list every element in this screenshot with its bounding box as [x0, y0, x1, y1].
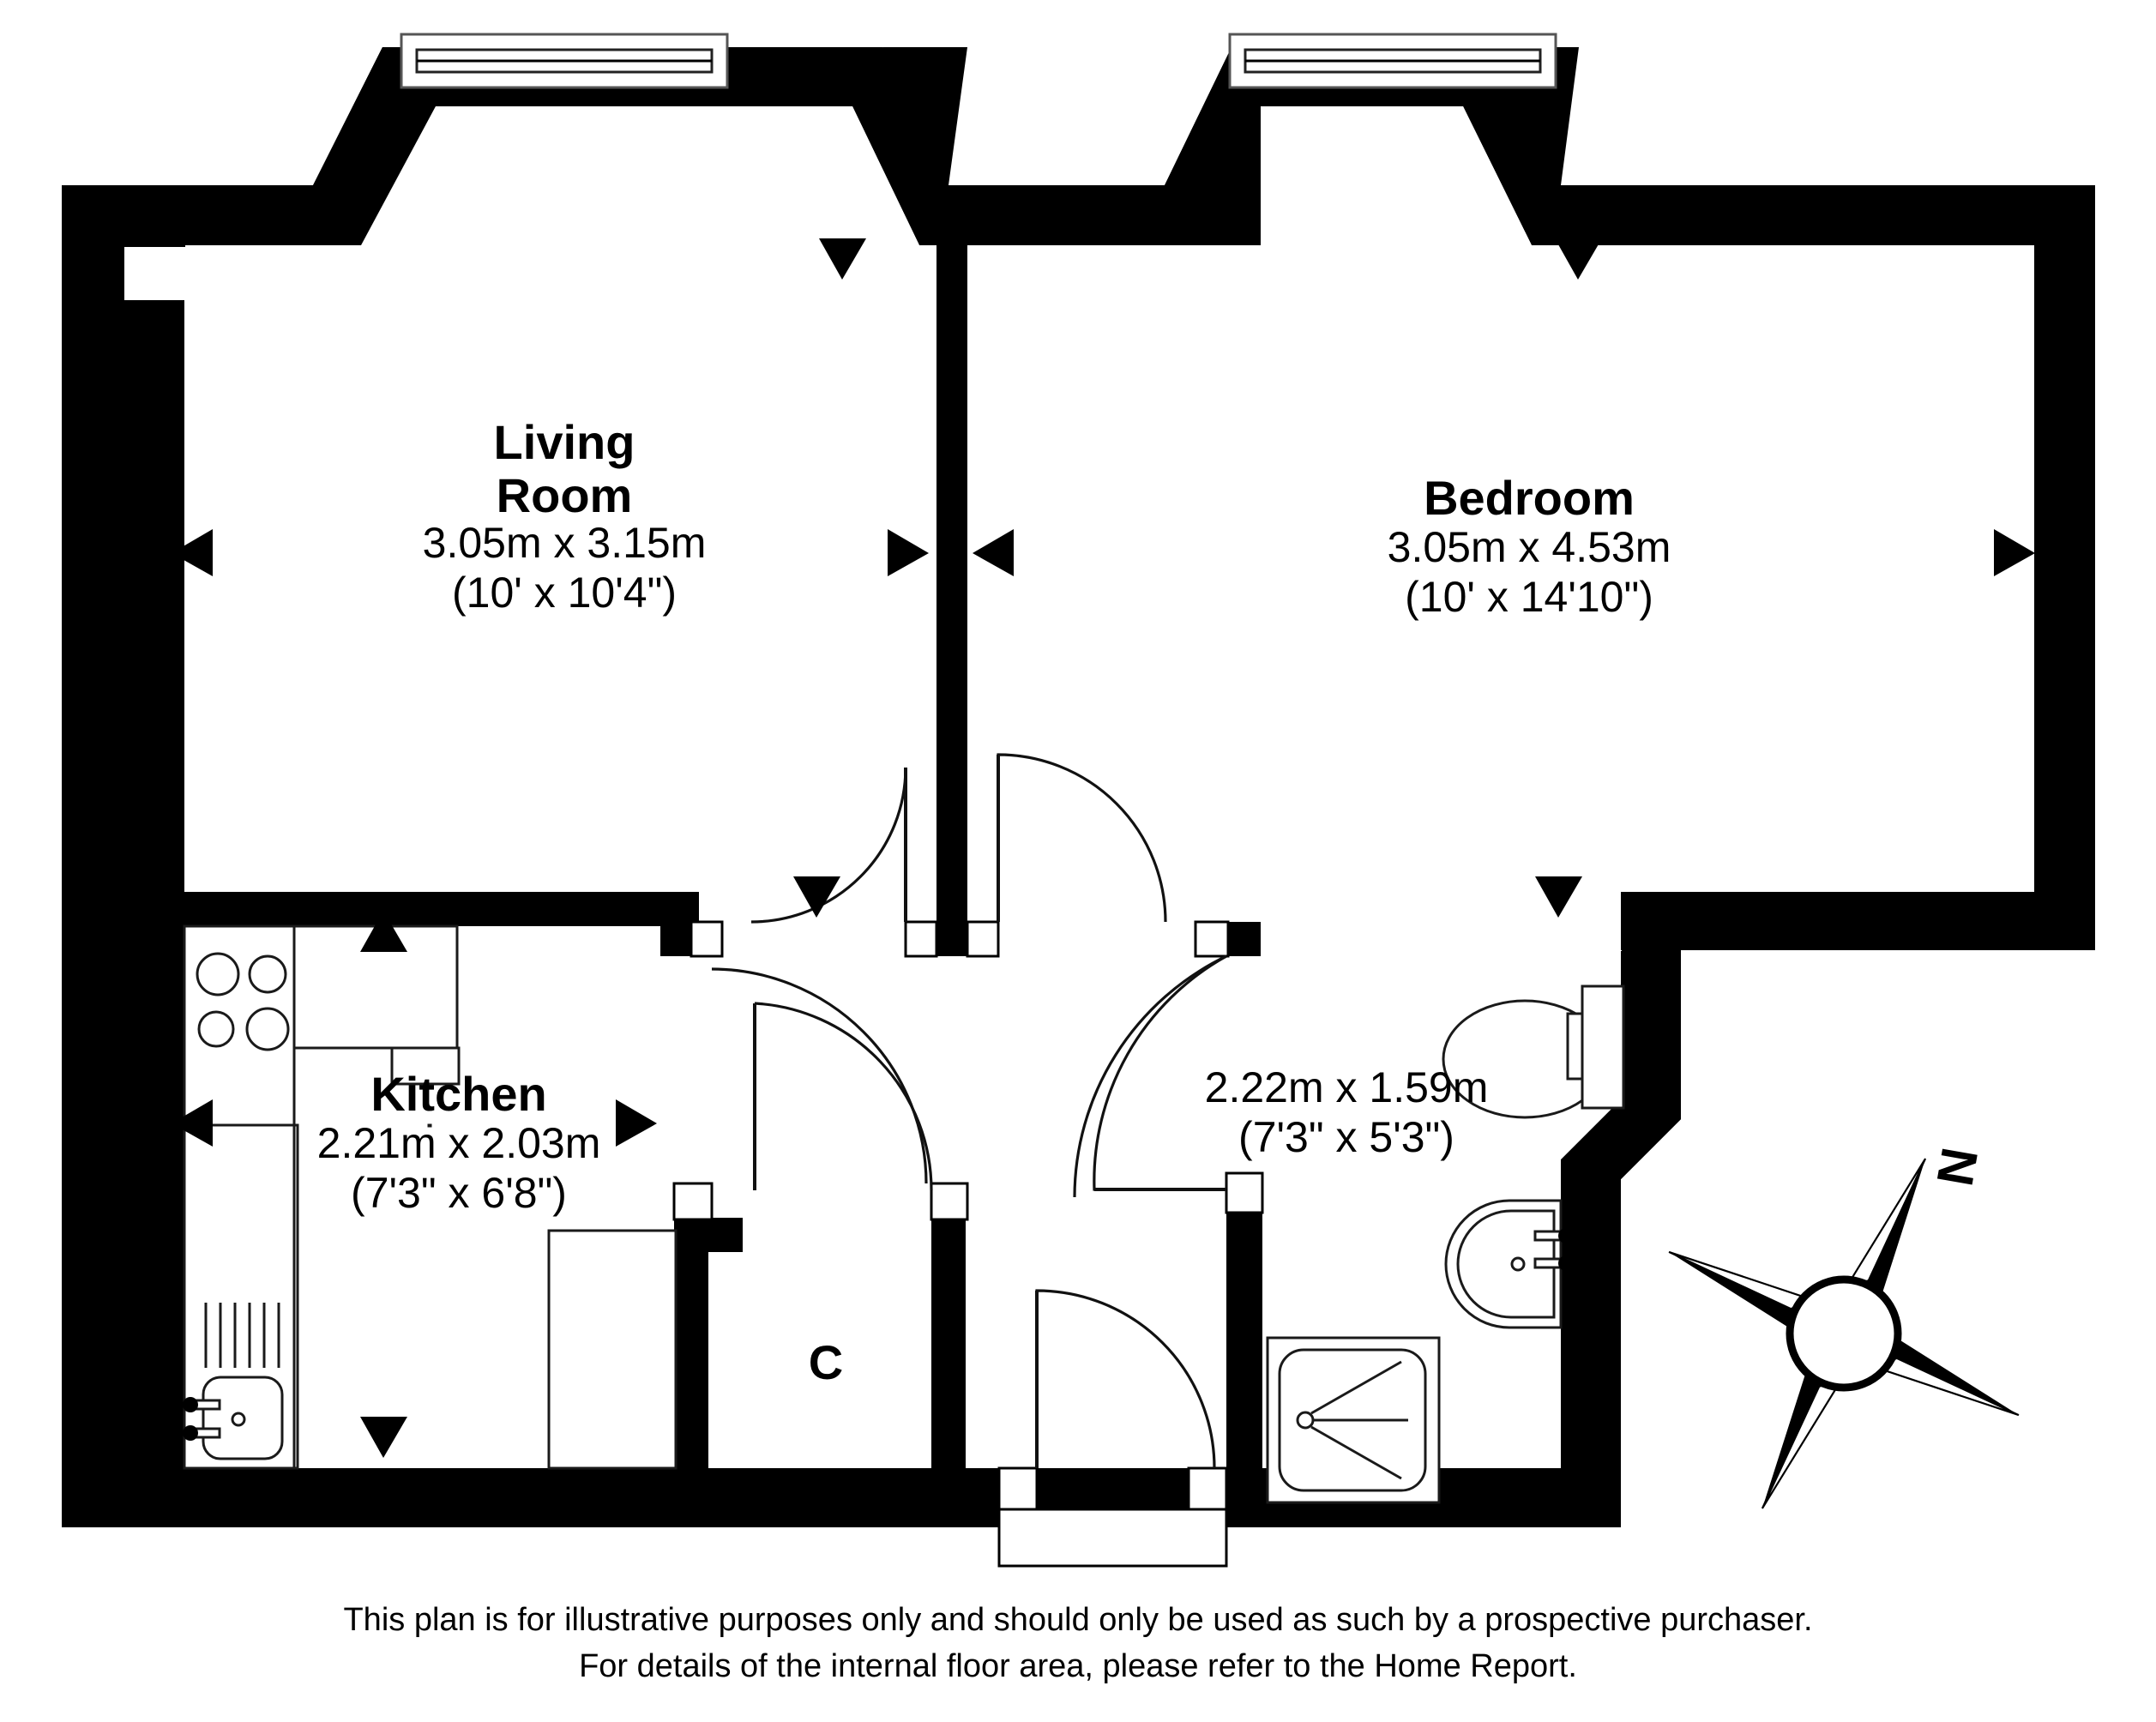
wall-cupboard-top-right — [931, 1218, 966, 1252]
wall-cupboard-left — [674, 1218, 708, 1468]
jamb-bedroom-door-right — [966, 920, 1000, 958]
door-openings — [672, 920, 1264, 1511]
kitchen-name: Kitchen — [370, 1067, 546, 1121]
jamb-bathroom-door-lower — [1225, 1171, 1264, 1214]
hob-burner-3 — [197, 1010, 235, 1048]
basin-tap-1 — [1558, 1228, 1574, 1243]
kitchen-dimensions-metric: 2.21m x 2.03m — [317, 1119, 601, 1167]
marker-kitchen-left — [172, 1099, 213, 1147]
living-room-dimensions-metric: 3.05m x 3.15m — [423, 519, 707, 567]
door-swing-entrance — [1035, 1289, 1216, 1469]
sink-drain — [231, 1412, 246, 1427]
jamb-hall-door — [930, 1182, 969, 1221]
marker-living-room-right — [888, 529, 929, 576]
marker-bedroom-right — [1994, 529, 2035, 576]
compass-ring — [1786, 1275, 1902, 1392]
wall-bathroom-angled — [1561, 1091, 1681, 1179]
wall-bay-right-right-angled — [1494, 47, 2095, 245]
internal-walls-hall — [184, 892, 1262, 1468]
counter-return — [390, 1046, 461, 1086]
door-swing-bathroom-outer — [1073, 954, 1227, 1198]
disclaimer-line-2: For details of the internal floor area, … — [579, 1648, 1577, 1684]
sink-tap-2 — [183, 1425, 198, 1441]
basin-drain — [1510, 1256, 1526, 1272]
bathroom-fixtures — [1266, 984, 1625, 1504]
wall-bay-left-angled — [123, 47, 467, 245]
marker-living-room-left — [172, 529, 213, 576]
door-swing-bedroom — [997, 753, 1167, 923]
shower-drain — [1296, 1411, 1315, 1430]
hob-burner-2 — [248, 954, 287, 994]
wall-cupboard-top-left — [674, 1218, 743, 1252]
disclaimer-footer: This plan is for illustrative purposes o… — [0, 1597, 2156, 1689]
living-room-dimensions-imperial: (10' x 10'4") — [452, 569, 677, 617]
door-swing-living-room — [750, 767, 907, 924]
jamb-entrance-left — [997, 1466, 1039, 1511]
bedroom-name-line1: Bedroom — [1424, 471, 1635, 525]
bedroom-dimensions-imperial: (10' x 14'10") — [1405, 573, 1653, 621]
kitchen-unit-lower — [547, 1229, 678, 1470]
sink-drainer — [204, 1303, 280, 1368]
marker-living-room-top — [819, 238, 866, 280]
kitchen-cabinet-edge — [292, 1123, 299, 1470]
wall-bay-left-right-angled — [882, 47, 1194, 245]
marker-kitchen-bottom — [360, 1417, 407, 1458]
bedroom-dimensions-metric: 3.05m x 4.53m — [1388, 523, 1671, 571]
label-kitchen: Kitchen 2.21m x 2.03m (7'3" x 6'8") — [317, 1067, 601, 1217]
wall-bathroom-right-lower — [1561, 1177, 1621, 1468]
jamb-living-room-door — [690, 920, 724, 958]
wall-right — [2034, 185, 2095, 950]
wall-left-upper — [62, 185, 124, 365]
marker-bedroom-top — [1555, 238, 1602, 280]
door-swings — [711, 753, 1228, 1568]
disclaimer-line-1: This plan is for illustrative purposes o… — [343, 1602, 1813, 1638]
kitchen-fixtures — [183, 924, 678, 1470]
bathroom-dimensions-metric: 2.22m x 1.59m — [1205, 1063, 1489, 1111]
label-living-room: Living Room 3.05m x 3.15m (10' x 10'4") — [423, 415, 707, 617]
toilet-cistern-body — [1581, 984, 1625, 1110]
wash-basin-inner — [1456, 1209, 1556, 1319]
bathroom-dimensions-imperial: (7'3" x 5'3") — [1238, 1113, 1454, 1161]
wash-basin — [1444, 1199, 1563, 1329]
label-bathroom: 2.22m x 1.59m (7'3" x 5'3") — [1205, 1063, 1489, 1161]
kitchen-spacer — [427, 1123, 432, 1128]
wall-bedroom-bottom-right — [1621, 892, 2095, 950]
door-swing-kitchen-inner — [754, 1002, 933, 1191]
door-swing-bathroom — [1093, 954, 1227, 1191]
basin-tap-2 — [1558, 1255, 1574, 1271]
hob-burner-1 — [196, 952, 240, 996]
jamb-bathroom-door — [1194, 920, 1230, 958]
cupboard-label: C — [809, 1335, 843, 1389]
jamb-kitchen-door — [672, 1182, 714, 1221]
wall-cupboard-right — [931, 1218, 966, 1468]
entrance-threshold — [997, 1508, 1228, 1568]
wall-kitchen-top — [184, 892, 699, 926]
hob-burner-4 — [245, 1007, 290, 1051]
shower-fan-lower — [1310, 1425, 1402, 1480]
wall-bathroom-left — [1226, 1211, 1262, 1468]
marker-hall-top-left — [793, 876, 840, 918]
window-bedroom-bay — [1228, 33, 1557, 89]
marker-bedroom-bottom — [1535, 876, 1582, 918]
jamb-bedroom-door-left — [904, 920, 938, 958]
shower-fan-upper — [1310, 1360, 1402, 1415]
living-room-name-line2: Room — [497, 468, 633, 522]
orientation-markers — [172, 238, 2035, 1458]
kitchen-dimensions-imperial: (7'3" x 6'8") — [351, 1169, 567, 1217]
jamb-entrance-right — [1187, 1466, 1228, 1511]
sink-tap-1 — [183, 1397, 198, 1412]
wall-left-lower — [62, 364, 124, 1527]
marker-bedroom-left — [973, 529, 1014, 576]
label-bedroom: Bedroom 3.05m x 4.53m (10' x 14'10") — [1388, 471, 1671, 621]
marker-kitchen-top — [360, 911, 407, 952]
wall-bay-right-left-angled — [1165, 47, 1316, 245]
living-room-name-line1: Living — [494, 415, 635, 469]
door-swing-kitchen — [711, 967, 928, 1184]
window-living-room-bay — [400, 33, 729, 89]
marker-kitchen-right — [616, 1099, 657, 1147]
interior-floor-fill — [124, 106, 2034, 1468]
